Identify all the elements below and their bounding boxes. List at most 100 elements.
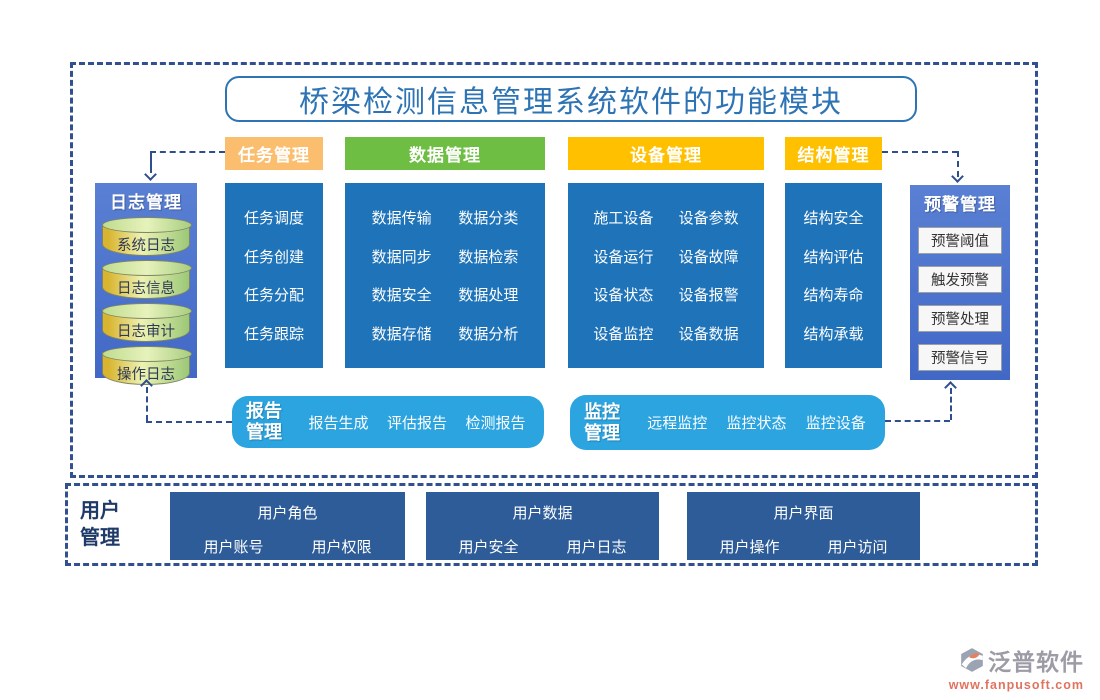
log-management-box: 日志管理 系统日志 日志信息 日志审计 操作日志	[95, 183, 197, 385]
user-group-roles: 用户角色 用户账号 用户权限	[170, 492, 405, 560]
log-management-title: 日志管理	[110, 193, 182, 212]
device-item: 施工设备	[593, 209, 654, 227]
task-item: 任务调度	[243, 209, 304, 227]
connector-task-to-log	[150, 151, 152, 173]
monitor-item: 监控设备	[805, 415, 866, 432]
task-item: 任务分配	[243, 287, 304, 305]
user-item: 用户操作	[719, 539, 780, 556]
brand-url: www.fanpusoft.com	[948, 678, 1084, 692]
connector-report-to-log	[146, 421, 232, 423]
device-row: 设备监控 设备数据	[568, 323, 764, 344]
data-row: 数据安全 数据处理	[345, 284, 545, 305]
data-row: 数据同步 数据检索	[345, 246, 545, 267]
database-cylinder-icon: 日志审计	[102, 303, 192, 342]
structure-item: 结构承载	[803, 326, 864, 344]
connector-monitor-to-alert	[885, 420, 950, 422]
header-task-management: 任务管理	[225, 137, 323, 170]
fanpu-logo-icon	[959, 647, 985, 673]
alert-management-box: 预警管理 预警阈值 触发预警 预警处理 预警信号	[910, 185, 1010, 380]
monitor-management-title: 监控管理	[584, 401, 620, 443]
report-item: 评估报告	[386, 414, 447, 432]
data-item: 数据传输	[371, 209, 432, 227]
report-management-bar: 报告管理 报告生成 评估报告 检测报告	[232, 396, 544, 448]
user-group-title: 用户界面	[773, 505, 834, 522]
alert-item: 触发预警	[918, 266, 1002, 293]
alert-management-title: 预警管理	[924, 195, 996, 214]
diagram-title-box: 桥梁检测信息管理系统软件的功能模块	[225, 76, 917, 122]
user-item: 用户账号	[203, 539, 264, 556]
user-group-items: 用户安全 用户日志	[426, 536, 659, 557]
user-group-items: 用户账号 用户权限	[170, 536, 405, 557]
main-dashed-border	[70, 62, 1038, 478]
database-cylinder-icon: 日志信息	[102, 260, 192, 299]
header-structure-management: 结构管理	[785, 137, 882, 170]
connector-monitor-to-alert	[950, 388, 952, 420]
structure-item: 结构评估	[803, 248, 864, 266]
data-item: 数据分类	[458, 209, 519, 227]
device-row: 设备状态 设备报警	[568, 284, 764, 305]
monitor-item: 监控状态	[726, 415, 787, 432]
data-item: 数据存储	[371, 326, 432, 344]
connector-structure-to-alert	[882, 151, 958, 153]
monitor-items: 远程监控 监控状态 监控设备	[628, 412, 885, 433]
alert-item: 预警信号	[918, 344, 1002, 371]
header-data-management: 数据管理	[345, 137, 545, 170]
database-cylinder-icon: 操作日志	[102, 346, 192, 385]
user-group-title: 用户数据	[512, 505, 573, 522]
data-row: 数据存储 数据分析	[345, 323, 545, 344]
log-item: 日志审计	[117, 324, 175, 340]
device-item: 设备状态	[593, 287, 654, 305]
data-item: 数据安全	[371, 287, 432, 305]
data-item: 数据同步	[371, 248, 432, 266]
task-item: 任务跟踪	[243, 326, 304, 344]
device-item: 设备参数	[678, 209, 739, 227]
report-items: 报告生成 评估报告 检测报告	[290, 412, 544, 433]
connector-structure-to-alert	[957, 151, 959, 177]
user-group-title: 用户角色	[257, 505, 318, 522]
device-row: 施工设备 设备参数	[568, 207, 764, 228]
user-group-interface: 用户界面 用户操作 用户访问	[687, 492, 920, 560]
report-management-title: 报告管理	[246, 401, 282, 442]
data-item: 数据检索	[458, 248, 519, 266]
device-item: 设备故障	[678, 248, 739, 266]
structure-item: 结构安全	[803, 209, 864, 227]
report-item: 报告生成	[308, 414, 369, 432]
user-dashed-border	[65, 483, 1038, 566]
connector-report-to-log	[146, 387, 148, 421]
data-management-column: 数据传输 数据分类 数据同步 数据检索 数据安全 数据处理 数据存储 数据分析	[345, 183, 545, 368]
database-cylinder-icon: 系统日志	[102, 217, 192, 256]
task-management-column: 任务调度 任务创建 任务分配 任务跟踪	[225, 183, 323, 368]
connector-task-to-log	[150, 151, 225, 153]
structure-item: 结构寿命	[803, 287, 864, 305]
report-item: 检测报告	[465, 414, 526, 432]
data-row: 数据传输 数据分类	[345, 207, 545, 228]
monitor-item: 远程监控	[647, 415, 708, 432]
device-item: 设备监控	[593, 326, 654, 344]
log-item: 日志信息	[117, 281, 175, 297]
device-item: 设备运行	[593, 248, 654, 266]
alert-item: 预警处理	[918, 305, 1002, 332]
log-item: 系统日志	[117, 238, 175, 254]
header-device-management: 设备管理	[568, 137, 764, 170]
device-item: 设备数据	[678, 326, 739, 344]
user-item: 用户访问	[827, 539, 888, 556]
monitor-management-bar: 监控管理 远程监控 监控状态 监控设备	[570, 395, 885, 450]
brand-name: 泛普软件	[988, 649, 1084, 675]
device-row: 设备运行 设备故障	[568, 246, 764, 267]
device-management-column: 施工设备 设备参数 设备运行 设备故障 设备状态 设备报警 设备监控 设备数据	[568, 183, 764, 368]
data-item: 数据处理	[458, 287, 519, 305]
log-item: 操作日志	[117, 367, 175, 383]
alert-item: 预警阈值	[918, 227, 1002, 254]
device-item: 设备报警	[678, 287, 739, 305]
footer-brand-area: 泛普软件 www.fanpusoft.com	[949, 643, 1084, 692]
user-group-items: 用户操作 用户访问	[687, 536, 920, 557]
user-group-data: 用户数据 用户安全 用户日志	[426, 492, 659, 560]
data-item: 数据分析	[458, 326, 519, 344]
user-management-label: 用户管理	[80, 500, 120, 549]
structure-management-column: 结构安全 结构评估 结构寿命 结构承载	[785, 183, 882, 368]
diagram-title: 桥梁检测信息管理系统软件的功能模块	[299, 86, 843, 119]
user-item: 用户权限	[311, 539, 372, 556]
user-item: 用户安全	[458, 539, 519, 556]
user-item: 用户日志	[566, 539, 627, 556]
